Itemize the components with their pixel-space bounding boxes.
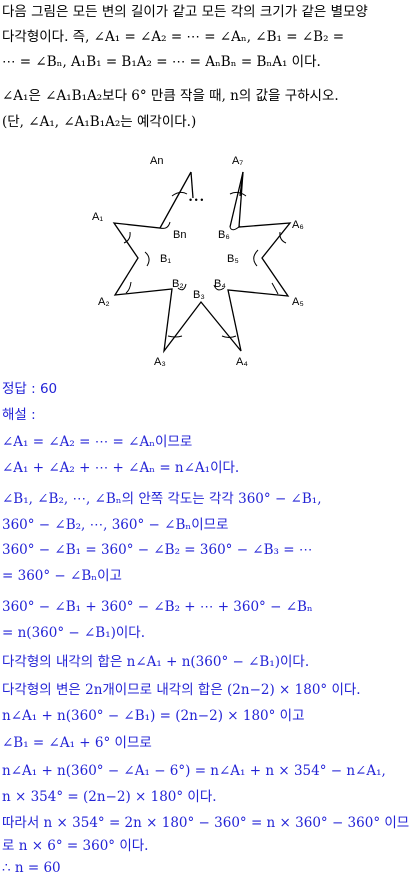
- solution-line-4: 360° − ∠B₂, ⋯, 360° − ∠Bₙ이므로: [2, 517, 229, 533]
- solution-line-5: 360° − ∠B₁ = 360° − ∠B₂ = 360° − ∠B₃ = ⋯: [2, 542, 313, 558]
- solution-line-12: ∠B₁ = ∠A₁ + 6° 이므로: [2, 735, 152, 751]
- solution-line-16: 로 n × 6° = 360° 이다.: [2, 838, 149, 854]
- solution-line-2: ∠A₁ + ∠A₂ + ⋯ + ∠Aₙ = n∠A₁이다.: [2, 460, 240, 476]
- label-A3: A₃: [154, 356, 166, 368]
- label-B2: B₂: [172, 278, 184, 290]
- angle-marks: [123, 191, 287, 338]
- star-gap-right: [239, 171, 244, 197]
- solution-line-17: ∴ n = 60: [2, 860, 61, 876]
- label-A1: A₁: [92, 211, 103, 223]
- label-B4: B₄: [214, 278, 226, 290]
- label-B6: B₆: [218, 229, 230, 241]
- solution-line-10: 다각형의 변은 2n개이므로 내각의 합은 (2n−2) × 180° 이다.: [2, 682, 361, 698]
- answer-label: 정답 : 60: [2, 381, 58, 397]
- problem-line-5: (단, ∠A₁, ∠A₁B₁A₂는 예각이다.): [2, 114, 197, 130]
- label-An: An: [150, 155, 163, 167]
- label-A2: A₂: [98, 296, 110, 308]
- label-B5: B₅: [227, 253, 239, 265]
- problem-line-3: ⋯ = ∠Bₙ, A₁B₁ = B₁A₂ = ⋯ = AₙBₙ = BₙA₁ 이…: [2, 54, 321, 70]
- solution-line-3: ∠B₁, ∠B₂, ⋯, ∠Bₙ의 안쪽 각도는 각각 360° − ∠B₁,: [2, 491, 322, 507]
- solution-line-11: n∠A₁ + n(360° − ∠B₁) = (2n−2) × 180° 이고: [2, 708, 305, 724]
- star-gap-left: [190, 171, 194, 199]
- solution-line-9: 다각형의 내각의 합은 n∠A₁ + n(360° − ∠B₁)이다.: [2, 654, 310, 670]
- label-B3: B₃: [193, 289, 205, 301]
- label-A4: A₄: [236, 356, 248, 368]
- solution-line-8: = n(360° − ∠B₁)이다.: [2, 625, 146, 641]
- solution-line-1: ∠A₁ = ∠A₂ = ⋯ = ∠Aₙ이므로: [2, 434, 193, 450]
- label-B1: B₁: [160, 253, 171, 265]
- star-polygon-outline: [112, 171, 292, 354]
- label-Bn: Bn: [173, 229, 186, 241]
- solution-label: 해설 :: [2, 407, 36, 423]
- problem-line-2: 다각형이다. 즉, ∠A₁ = ∠A₂ = ⋯ = ∠Aₙ, ∠B₁ = ∠B₂…: [2, 29, 345, 45]
- ellipsis-dots: • • •: [189, 195, 203, 205]
- problem-line-4: ∠A₁은 ∠A₁B₁A₂보다 6° 만큼 작을 때, n의 값을 구하시오.: [2, 88, 339, 104]
- solution-line-14: n × 354° = (2n−2) × 180° 이다.: [2, 789, 217, 805]
- label-A6: A₆: [292, 219, 304, 231]
- label-A5: A₅: [292, 296, 304, 308]
- solution-line-15: 따라서 n × 354° = 2n × 180° − 360° = n × 36…: [2, 815, 409, 831]
- solution-line-6: = 360° − ∠Bₙ이고: [2, 568, 122, 584]
- label-A7: A₇: [232, 155, 243, 167]
- solution-line-13: n∠A₁ + n(360° − ∠A₁ − 6°) = n∠A₁ + n × 3…: [2, 763, 386, 779]
- solution-line-7: 360° − ∠B₁ + 360° − ∠B₂ + ⋯ + 360° − ∠Bₙ: [2, 599, 313, 615]
- star-polygon-figure: An A₇ A₆ A₅ A₄ A₃ A₂ A₁ Bn B₆ B₅ B₄ B₃ B…: [92, 155, 304, 368]
- problem-line-1: 다음 그림은 모든 변의 길이가 같고 모든 각의 크기가 같은 별모양: [2, 4, 368, 20]
